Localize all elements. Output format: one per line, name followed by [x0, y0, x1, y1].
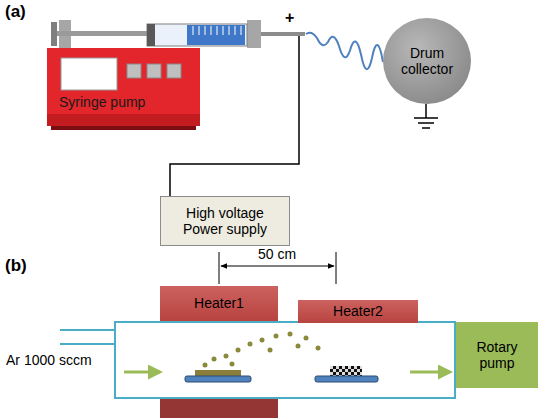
boat: [315, 376, 378, 382]
panel-label: (a): [5, 2, 26, 22]
ground-symbol: [414, 117, 438, 119]
graduation-mark: [223, 26, 224, 35]
flow-arrow: [410, 371, 450, 374]
particle: [260, 338, 265, 343]
pump-body: [47, 48, 200, 126]
ground-wire: [425, 104, 427, 118]
syringe-pump: Syringe pump: [47, 14, 305, 132]
particle: [203, 363, 208, 368]
polarity-sign: +: [285, 9, 294, 27]
particle: [296, 344, 301, 349]
plunger-thumb: [51, 22, 57, 46]
dimension-tick: [219, 252, 220, 284]
source-material: [195, 370, 241, 376]
gas-flow-label: Ar 1000 sccm: [6, 352, 92, 368]
particle: [288, 332, 293, 337]
drum-collector: Drum collector: [383, 18, 471, 104]
particle: [230, 362, 235, 367]
dimension-label: 50 cm: [258, 246, 296, 262]
graduation-mark: [235, 26, 236, 35]
plunger-rod: [57, 31, 149, 36]
power-supply-box: High voltage Power supply: [160, 196, 290, 246]
graduation-mark: [229, 26, 230, 35]
heater-lower: [160, 398, 278, 418]
syringe-pump-drawing: [47, 14, 305, 132]
flow-arrow: [124, 371, 160, 374]
node-text: Rotary pump: [462, 339, 532, 371]
node-text: Syringe pump: [59, 94, 145, 110]
graduation-mark: [217, 26, 218, 35]
node-text: Drum collector: [391, 45, 463, 77]
syringe-barrel: [147, 24, 247, 46]
deposit: [330, 366, 362, 376]
vapour-particles: [203, 332, 321, 368]
particle: [316, 346, 321, 351]
gas-inlet: [60, 343, 115, 345]
syringe-liquid: [187, 25, 245, 45]
particle: [268, 348, 273, 353]
particle: [248, 342, 253, 347]
needle: [261, 32, 305, 36]
dimension-line: [221, 266, 334, 267]
pump-body-shade: [47, 114, 200, 126]
boat: [185, 376, 251, 382]
particle: [274, 334, 279, 339]
quartz-tube: [115, 322, 455, 398]
node-text: Heater1: [194, 295, 244, 311]
node-text: Heater2: [333, 303, 383, 319]
graduation-mark: [241, 26, 242, 35]
pump-button: [147, 64, 161, 78]
pump-button: [127, 64, 141, 78]
particle: [236, 348, 241, 353]
gas-inlet: [60, 329, 115, 331]
graduation-mark: [211, 26, 212, 35]
fiber-jet: [306, 33, 383, 70]
dimension-tick: [336, 252, 337, 284]
particle: [224, 354, 229, 359]
node-text: High voltage Power supply: [171, 205, 279, 237]
graduation-mark: [193, 26, 194, 35]
plunger-seal: [147, 24, 155, 46]
heater-box: Heater2: [298, 300, 418, 323]
particle: [304, 336, 309, 341]
ground-symbol: [422, 127, 430, 129]
ground-symbol: [418, 122, 434, 124]
syringe-clamp: [247, 20, 261, 48]
pump-button: [167, 64, 181, 78]
panel-label: (b): [5, 256, 27, 276]
graduation-mark: [199, 26, 200, 35]
graduation-mark: [205, 26, 206, 35]
rotary-pump-box: Rotary pump: [456, 322, 538, 388]
pump-display: [61, 58, 117, 90]
heater-box: Heater1: [160, 286, 278, 321]
particle: [212, 357, 217, 362]
pump-stand: [51, 126, 196, 130]
